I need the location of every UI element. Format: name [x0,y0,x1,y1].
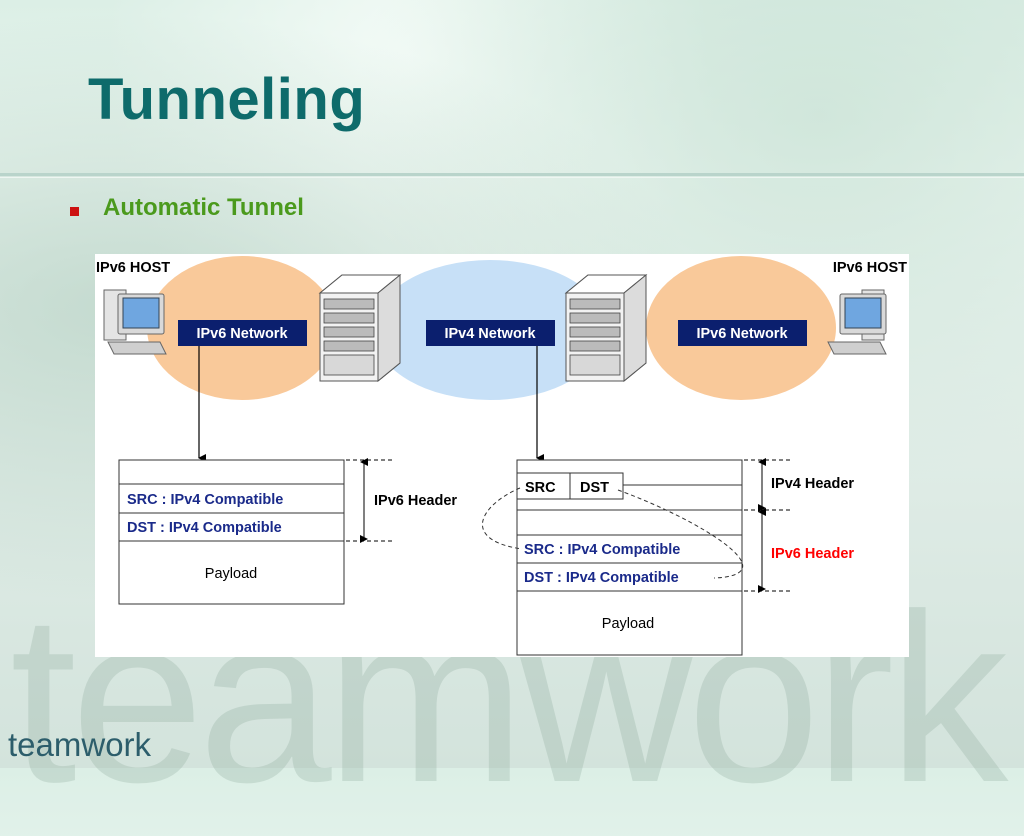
ipv6-header-label-highlight: IPv6 Header [771,546,854,562]
network-label-left-bg [178,320,307,346]
router-icon [318,273,402,383]
right-packet-payload: Payload [602,616,654,632]
outer-src-field: SRC [525,480,556,496]
network-label-middle: IPv4 Network [444,326,536,342]
desktop-computer-icon [827,289,887,355]
left-packet-dst: DST : IPv4 Compatible [127,520,282,536]
outer-dst-field: DST [580,480,609,496]
tunnel-diagram: IPv6 HOST IPv6 HOST IPv6 Network IPv4 Ne… [96,256,907,656]
bullet-text: Automatic Tunnel [103,194,304,221]
host-label-left: IPv6 HOST [96,260,170,276]
host-label-right: IPv6 HOST [833,260,907,276]
router-icon [564,273,648,383]
network-label-left: IPv6 Network [196,326,288,342]
left-packet [118,459,345,605]
right-packet-src: SRC : IPv4 Compatible [524,542,680,558]
left-packet-src: SRC : IPv4 Compatible [127,492,283,508]
bullet-marker [70,207,79,216]
left-ipv6-header-label: IPv6 Header [374,493,457,509]
address-mapping-curves [481,487,743,579]
left-packet-payload: Payload [205,566,257,582]
desktop-computer-icon [103,289,167,355]
left-header-bracket [346,458,392,543]
right-header-brackets [744,458,790,593]
title-divider-highlight [0,177,1024,178]
title-divider [0,173,1024,176]
network-label-right-bg [678,320,807,346]
network-label-right: IPv6 Network [696,326,788,342]
teamwork-logo: teamwork [8,726,152,763]
ipv4-header-label: IPv4 Header [771,476,854,492]
right-packet [516,459,743,656]
network-label-middle-bg [426,320,555,346]
right-packet-dst: DST : IPv4 Compatible [524,570,679,586]
slide-title: Tunneling [88,67,366,132]
